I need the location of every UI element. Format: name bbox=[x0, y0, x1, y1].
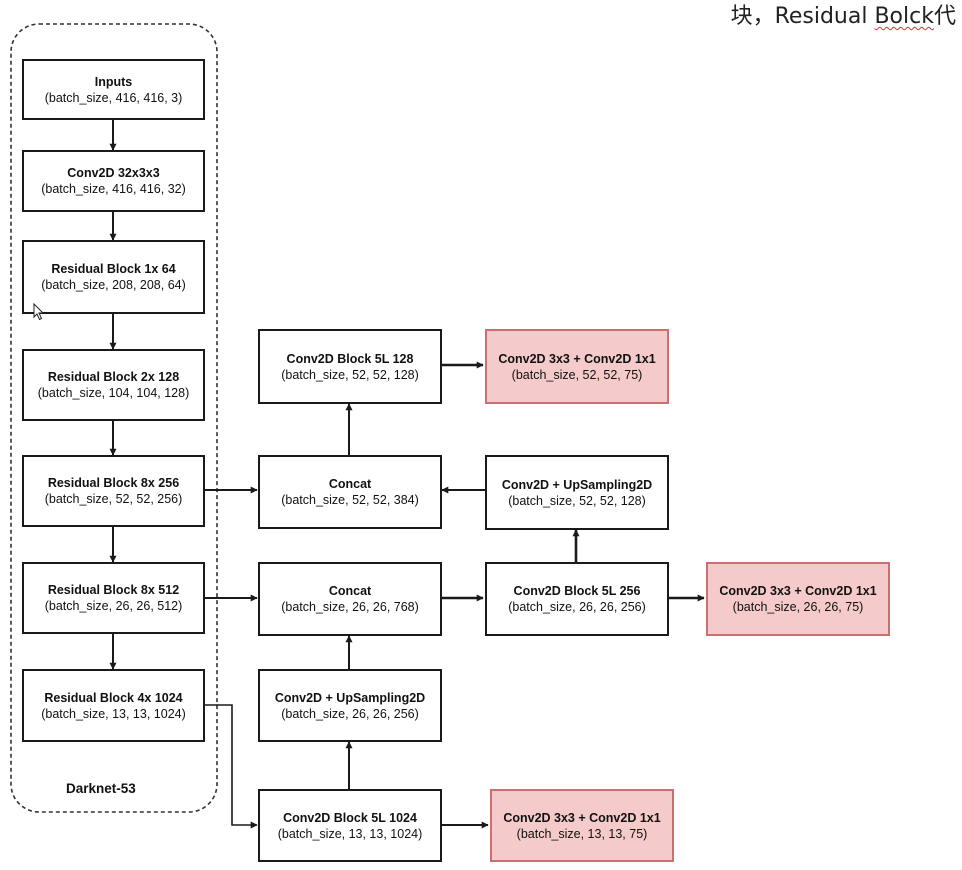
node-concat-26: Concat (batch_size, 26, 26, 768) bbox=[258, 562, 442, 636]
node-shape: (batch_size, 52, 52, 128) bbox=[508, 493, 646, 508]
node-title: Residual Block 8x 256 bbox=[47, 476, 180, 490]
node-shape: (batch_size, 104, 104, 128) bbox=[37, 386, 190, 400]
node-title: Residual Block 4x 1024 bbox=[44, 690, 183, 705]
node-title: Conv2D Block 5L 128 bbox=[286, 351, 414, 366]
node-title: Inputs bbox=[94, 74, 133, 89]
node-upsampling-128: Conv2D + UpSampling2D (batch_size, 52, 5… bbox=[485, 455, 669, 530]
node-shape: (batch_size, 52, 52, 75) bbox=[511, 367, 643, 382]
node-title: Conv2D 32x3x3 bbox=[67, 166, 160, 180]
node-shape: (batch_size, 13, 13, 1024) bbox=[277, 826, 423, 841]
node-title: Conv2D Block 5L 1024 bbox=[283, 810, 417, 825]
node-title: Residual Block 8x 512 bbox=[47, 583, 180, 597]
node-shape: (batch_size, 13, 13, 1024) bbox=[41, 706, 186, 721]
node-residual-block-8x-256: Residual Block 8x 256 (batch_size, 52, 5… bbox=[22, 455, 205, 527]
node-title: Conv2D 3x3 + Conv2D 1x1 bbox=[719, 584, 877, 598]
node-shape: (batch_size, 208, 208, 64) bbox=[41, 278, 186, 292]
node-shape: (batch_size, 52, 52, 384) bbox=[281, 493, 419, 507]
node-title: Conv2D Block 5L 256 bbox=[513, 584, 641, 598]
node-upsampling-256: Conv2D + UpSampling2D (batch_size, 26, 2… bbox=[258, 669, 442, 742]
node-shape: (batch_size, 416, 416, 3) bbox=[44, 90, 183, 105]
node-head-52: Conv2D 3x3 + Conv2D 1x1 (batch_size, 52,… bbox=[485, 329, 669, 404]
node-residual-block-2x: Residual Block 2x 128 (batch_size, 104, … bbox=[22, 349, 205, 421]
document-text-fragment: 块，Residual Bolck代 bbox=[731, 0, 956, 30]
node-shape: (batch_size, 52, 52, 128) bbox=[281, 367, 419, 382]
node-title: Conv2D 3x3 + Conv2D 1x1 bbox=[498, 351, 656, 366]
text-prefix: 块，Residual bbox=[730, 4, 875, 29]
node-title: Conv2D + UpSampling2D bbox=[501, 477, 653, 492]
node-residual-block-8x-512: Residual Block 8x 512 (batch_size, 26, 2… bbox=[22, 562, 205, 634]
node-inputs: Inputs (batch_size, 416, 416, 3) bbox=[22, 59, 205, 120]
node-concat-52: Concat (batch_size, 52, 52, 384) bbox=[258, 455, 442, 529]
node-head-13: Conv2D 3x3 + Conv2D 1x1 (batch_size, 13,… bbox=[490, 789, 674, 862]
misspelled-word: Bolck bbox=[874, 4, 934, 29]
darknet-53-label: Darknet-53 bbox=[66, 781, 136, 796]
text-suffix: 代 bbox=[933, 4, 956, 29]
darknet-53-container bbox=[10, 23, 218, 813]
node-shape: (batch_size, 26, 26, 256) bbox=[508, 600, 646, 614]
node-shape: (batch_size, 13, 13, 75) bbox=[516, 826, 648, 841]
node-title: Residual Block 1x 64 bbox=[51, 262, 176, 276]
node-title: Concat bbox=[328, 584, 372, 598]
mouse-cursor-icon bbox=[33, 303, 45, 321]
node-title: Residual Block 2x 128 bbox=[47, 370, 180, 384]
node-conv2d-block-5l-128: Conv2D Block 5L 128 (batch_size, 52, 52,… bbox=[258, 329, 442, 404]
node-shape: (batch_size, 416, 416, 32) bbox=[41, 182, 186, 196]
arrow-res4-to-c5l1024 bbox=[203, 704, 258, 829]
node-conv2d-block-5l-256: Conv2D Block 5L 256 (batch_size, 26, 26,… bbox=[485, 562, 669, 636]
node-residual-block-4x: Residual Block 4x 1024 (batch_size, 13, … bbox=[22, 669, 205, 742]
node-shape: (batch_size, 52, 52, 256) bbox=[44, 492, 183, 506]
node-conv2d-block-5l-1024: Conv2D Block 5L 1024 (batch_size, 13, 13… bbox=[258, 789, 442, 862]
node-shape: (batch_size, 26, 26, 768) bbox=[281, 600, 419, 614]
node-head-26: Conv2D 3x3 + Conv2D 1x1 (batch_size, 26,… bbox=[706, 562, 890, 636]
node-title: Conv2D + UpSampling2D bbox=[274, 690, 426, 705]
node-residual-block-1x: Residual Block 1x 64 (batch_size, 208, 2… bbox=[22, 240, 205, 314]
node-title: Concat bbox=[328, 477, 372, 491]
node-shape: (batch_size, 26, 26, 75) bbox=[732, 600, 864, 614]
node-conv2d-32: Conv2D 32x3x3 (batch_size, 416, 416, 32) bbox=[22, 150, 205, 212]
node-shape: (batch_size, 26, 26, 256) bbox=[281, 706, 419, 721]
node-title: Conv2D 3x3 + Conv2D 1x1 bbox=[503, 810, 661, 825]
node-shape: (batch_size, 26, 26, 512) bbox=[44, 599, 183, 613]
